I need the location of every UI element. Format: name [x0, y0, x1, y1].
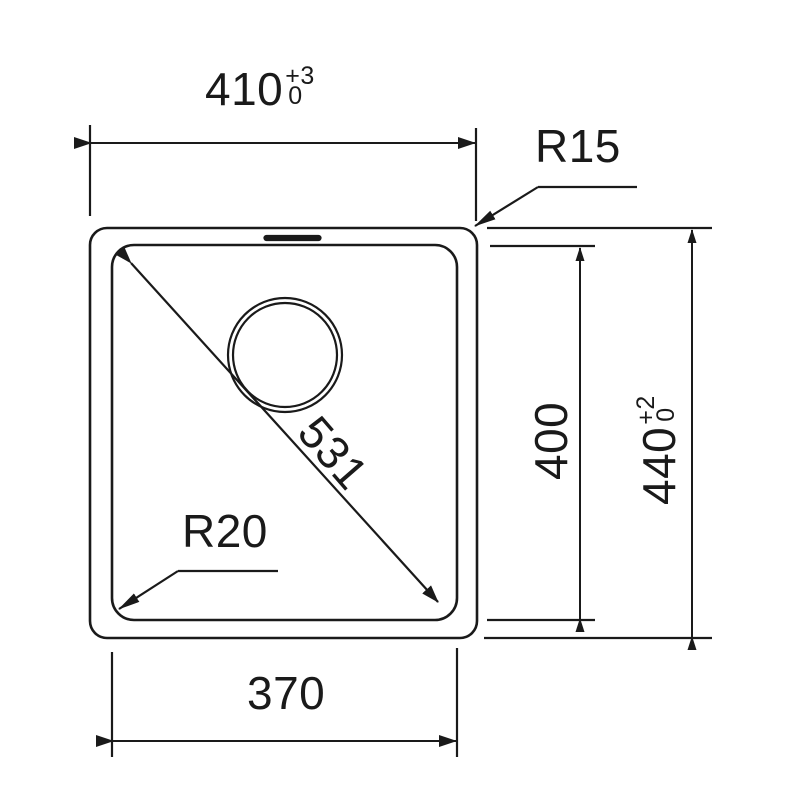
radius-label-r20: R20	[182, 505, 268, 557]
diagonal-dimension-line	[115, 246, 439, 603]
top-width-dimension	[74, 125, 478, 221]
dimension-label-bowl-width: 370	[247, 667, 326, 719]
dimension-value-410: 410	[205, 63, 284, 115]
dimension-label-bowl-height: 400	[525, 401, 577, 480]
drain-hole	[226, 296, 344, 414]
bottom-width-dimension	[96, 648, 459, 757]
tolerance-lower-440: 0	[652, 407, 680, 422]
tolerance-upper-410: +3	[285, 62, 315, 90]
tolerance-lower-410: 0	[288, 82, 303, 110]
dimension-value-440: 440	[633, 426, 685, 505]
radius-label-r15: R15	[535, 120, 621, 172]
r15-leader-line	[474, 185, 637, 227]
overflow-slot	[263, 234, 322, 242]
sink-outer-outline	[88, 226, 479, 640]
sink-bowl-outline	[110, 243, 459, 622]
r20-leader-line	[118, 569, 278, 610]
